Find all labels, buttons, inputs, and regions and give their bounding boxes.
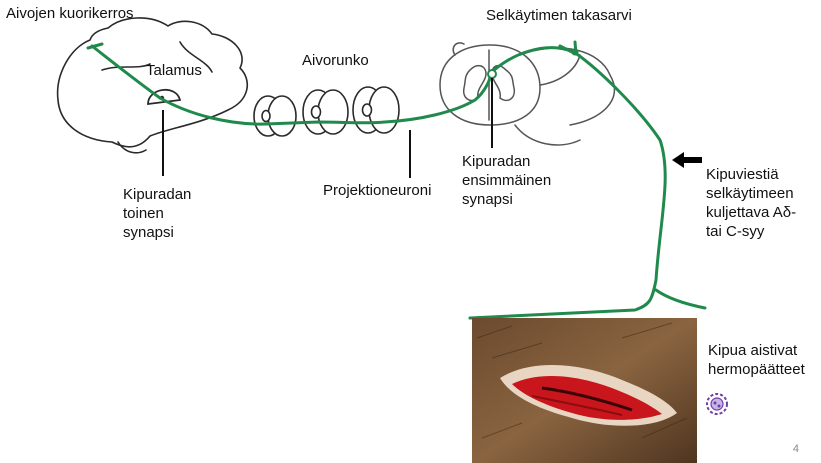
- page-number: 4: [793, 443, 799, 455]
- nerve-ending-icon: [707, 394, 727, 414]
- wound-photo: [472, 318, 697, 463]
- brainstem-segments: [254, 87, 399, 136]
- brain-outline: [58, 18, 248, 153]
- brainstem-label: Aivorunko: [302, 51, 369, 70]
- dorsal-horn-label: Selkäytimen takasarvi: [486, 6, 632, 25]
- thalamus-label: Talamus: [146, 61, 202, 80]
- second-synapse-label: Kipuradan toinen synapsi: [123, 185, 191, 242]
- dorsal-root-ganglion: [572, 49, 579, 56]
- pain-pathway: [88, 42, 705, 318]
- cortex-label: Aivojen kuorikerros: [6, 4, 134, 23]
- left-arrow-icon: [672, 152, 702, 168]
- nociceptors-label: Kipua aistivat hermopäätteet: [708, 341, 805, 379]
- spinal-cord-section: [440, 43, 614, 145]
- first-synapse-label: Kipuradan ensimmäinen synapsi: [462, 152, 551, 209]
- projection-neuron-label: Projektioneuroni: [323, 181, 431, 200]
- fiber-label: Kipuviestiä selkäytimeen kuljettava Aδ- …: [706, 165, 796, 241]
- first-synapse-point: [488, 70, 496, 78]
